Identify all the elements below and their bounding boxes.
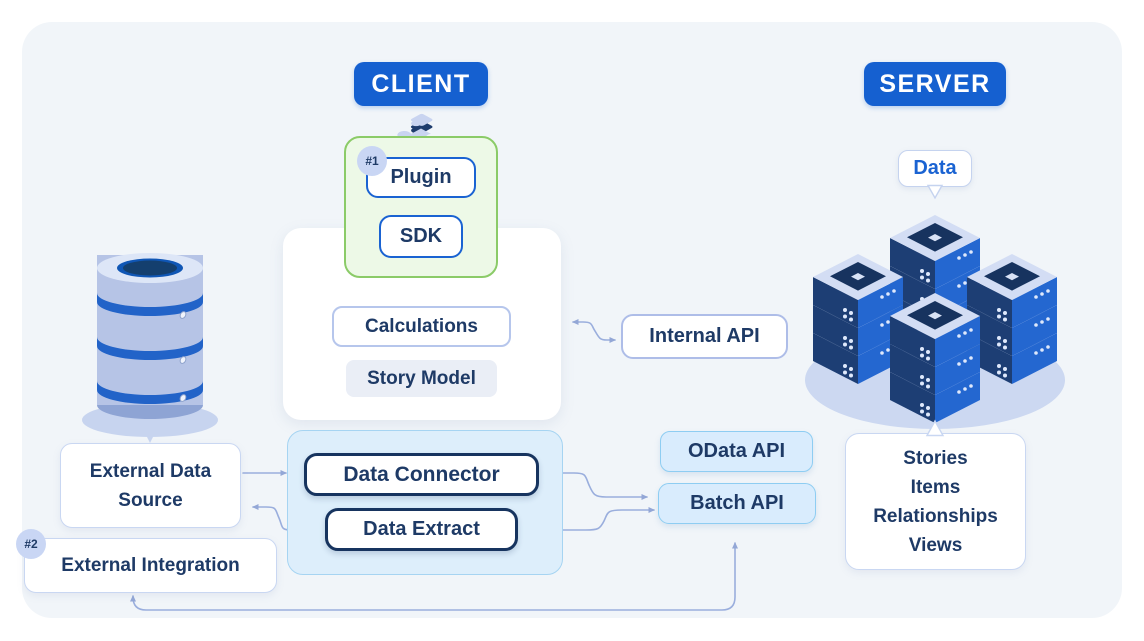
odata-api-box: OData API bbox=[660, 431, 813, 472]
server-header: SERVER bbox=[864, 62, 1006, 106]
client-header: CLIENT bbox=[354, 62, 488, 106]
data-connector-box: Data Connector bbox=[304, 453, 539, 496]
external-integration-box: External Integration bbox=[24, 538, 277, 593]
sdk-box: SDK bbox=[379, 215, 463, 258]
external-data-source-box: External Data Source bbox=[60, 443, 241, 528]
data-label-bubble: Data bbox=[898, 150, 972, 187]
data-extract-box: Data Extract bbox=[325, 508, 518, 551]
server-data-items-box: Stories Items Relationships Views bbox=[845, 433, 1026, 570]
badge-1: #1 bbox=[357, 146, 387, 176]
server-data-item: Views bbox=[908, 534, 963, 556]
internal-api-box: Internal API bbox=[621, 314, 788, 359]
connector-group-panel bbox=[287, 430, 563, 575]
server-data-item: Items bbox=[910, 476, 961, 498]
batch-api-box: Batch API bbox=[658, 483, 816, 524]
story-model-box: Story Model bbox=[346, 360, 497, 397]
calculations-box: Calculations bbox=[332, 306, 511, 347]
badge-2: #2 bbox=[16, 529, 46, 559]
server-data-item: Stories bbox=[903, 447, 968, 469]
server-data-item: Relationships bbox=[873, 505, 998, 527]
